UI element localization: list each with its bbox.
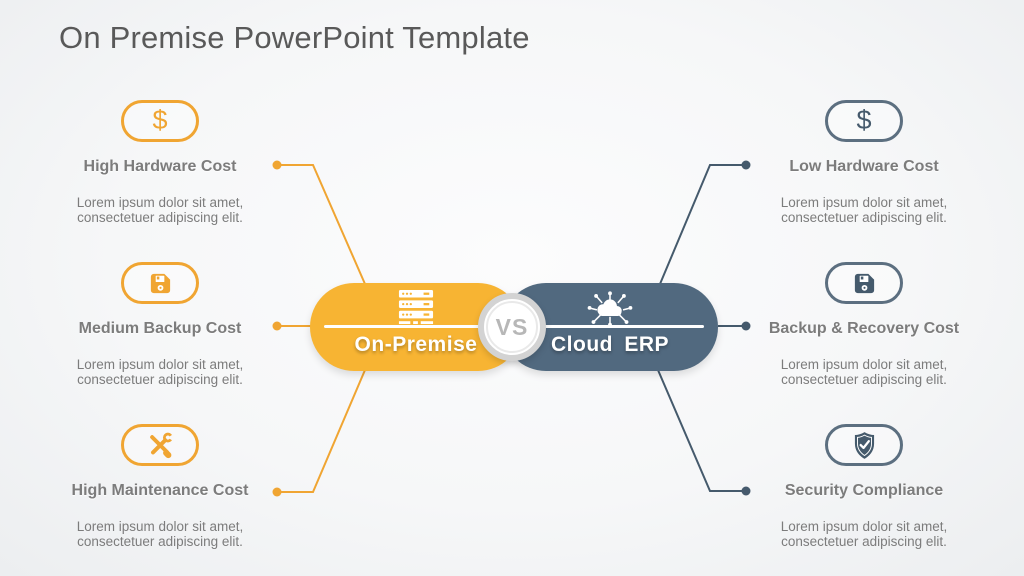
feature-description: Lorem ipsum dolor sit amet, consectetuer… bbox=[76, 195, 244, 225]
feature-title: Medium Backup Cost bbox=[78, 320, 242, 337]
feature-title: High Maintenance Cost bbox=[71, 482, 249, 499]
feature-high-maintenance-cost: High Maintenance Cost Lorem ipsum dolor … bbox=[50, 424, 270, 549]
feature-description: Lorem ipsum dolor sit amet, consectetuer… bbox=[780, 195, 948, 225]
floppy-disk-icon bbox=[150, 273, 170, 293]
feature-description: Lorem ipsum dolor sit amet, consectetuer… bbox=[76, 519, 244, 549]
feature-high-hardware-cost: $ High Hardware Cost Lorem ipsum dolor s… bbox=[50, 100, 270, 225]
feature-security-compliance: Security Compliance Lorem ipsum dolor si… bbox=[754, 424, 974, 549]
dollar-icon: $ bbox=[152, 104, 168, 135]
slide-title: On Premise PowerPoint Template bbox=[59, 20, 530, 55]
tools-icon bbox=[150, 432, 174, 459]
feature-title: Backup & Recovery Cost bbox=[768, 320, 960, 337]
feature-description: Lorem ipsum dolor sit amet, consectetuer… bbox=[76, 357, 244, 387]
on-premise-label: On-Premise bbox=[354, 333, 478, 356]
feature-description: Lorem ipsum dolor sit amet, consectetuer… bbox=[780, 357, 948, 387]
feature-medium-backup-cost: Medium Backup Cost Lorem ipsum dolor sit… bbox=[50, 262, 270, 387]
feature-badge bbox=[121, 424, 199, 466]
feature-badge: $ bbox=[121, 100, 199, 142]
floppy-disk-icon bbox=[854, 273, 874, 293]
feature-badge: $ bbox=[825, 100, 903, 142]
feature-badge bbox=[825, 424, 903, 466]
server-rack-icon bbox=[398, 289, 434, 325]
feature-low-hardware-cost: $ Low Hardware Cost Lorem ipsum dolor si… bbox=[754, 100, 974, 225]
vs-label: VS bbox=[495, 313, 529, 340]
cloud-network-icon bbox=[587, 291, 633, 327]
cloud-erp-label: Cloud ERP bbox=[551, 333, 669, 356]
feature-backup-recovery-cost: Backup & Recovery Cost Lorem ipsum dolor… bbox=[754, 262, 974, 387]
feature-badge bbox=[825, 262, 903, 304]
dollar-icon: $ bbox=[856, 104, 872, 135]
vs-badge: VS bbox=[478, 293, 546, 361]
feature-title: Security Compliance bbox=[784, 482, 944, 499]
shield-check-icon bbox=[854, 431, 874, 459]
feature-title: High Hardware Cost bbox=[83, 158, 237, 175]
pill-divider bbox=[324, 325, 522, 328]
feature-description: Lorem ipsum dolor sit amet, consectetuer… bbox=[780, 519, 948, 549]
feature-badge bbox=[121, 262, 199, 304]
feature-title: Low Hardware Cost bbox=[789, 158, 939, 175]
pill-divider bbox=[502, 325, 704, 328]
